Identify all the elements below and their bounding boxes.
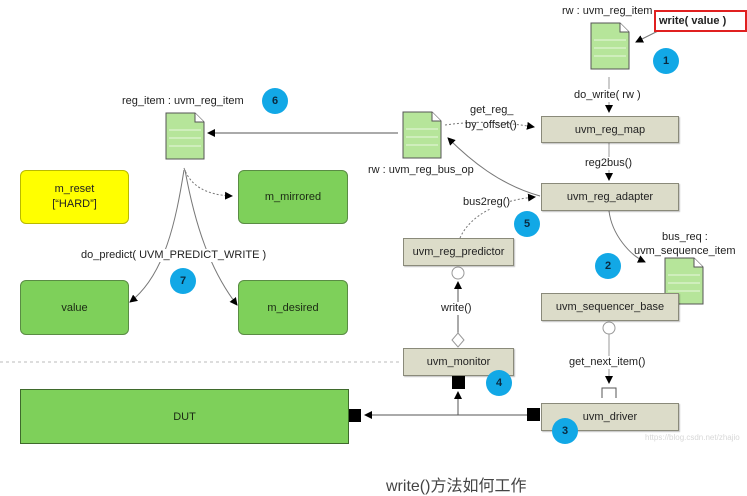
uvm-reg-map-label: uvm_reg_map — [574, 123, 646, 136]
write-call-label: write() — [441, 302, 472, 315]
monitor-analysis-port — [451, 332, 465, 348]
get-reg-label-1: get_reg_ — [470, 104, 514, 116]
uvm-driver-label: uvm_driver — [582, 411, 638, 423]
step-badge-7: 7 — [170, 268, 196, 294]
dut-label: DUT — [173, 410, 196, 423]
uvm-reg-adapter-block: uvm_reg_adapter — [541, 183, 679, 211]
m-mirrored-label: m_mirrored — [264, 191, 322, 203]
m-reset-label: m_reset — [54, 183, 95, 195]
write-value-callout: write( value ) — [654, 10, 747, 32]
step-badge-2: 2 — [595, 253, 621, 279]
bus2reg-label: bus2reg() — [463, 196, 511, 209]
step-badge-3: 3 — [552, 418, 578, 444]
reg-item-doc-icon — [165, 112, 205, 160]
uvm-sequencer-base-label: uvm_sequencer_base — [555, 301, 665, 313]
uvm-sequencer-base-block: uvm_sequencer_base — [541, 293, 679, 321]
m-desired-label: m_desired — [267, 301, 319, 314]
bus-req-doc-icon — [664, 257, 704, 305]
reg2bus-label: reg2bus() — [585, 157, 633, 170]
do-predict-label: do_predict( UVM_PREDICT_WRITE ) — [81, 249, 267, 262]
uvm-reg-map-block: uvm_reg_map — [541, 116, 679, 143]
value-box: value — [20, 280, 129, 335]
value-label: value — [61, 301, 88, 314]
dut-port — [348, 409, 361, 422]
bus-req-label-1: bus_req : — [662, 231, 708, 243]
do-write-label: do_write( rw ) — [574, 89, 641, 102]
adapter-to-busreq-arrow — [608, 210, 646, 263]
rw-bus-op-doc-icon — [402, 111, 442, 159]
sequencer-export-port — [602, 321, 616, 335]
predictor-export-port — [451, 266, 465, 280]
uvm-reg-predictor-block: uvm_reg_predictor — [403, 238, 514, 266]
step-badge-5: 5 — [514, 211, 540, 237]
watermark: https://blog.csdn.net/zhajio — [645, 433, 740, 442]
driver-seq-port — [601, 387, 617, 398]
m-reset-box: m_reset [“HARD”] — [20, 170, 129, 224]
predict-to-mirrored-arrow — [183, 167, 233, 200]
rw-reg-item-label: rw : uvm_reg_item — [562, 5, 653, 17]
step-badge-6: 6 — [262, 88, 288, 114]
step-badge-4: 4 — [486, 370, 512, 396]
predict-to-value-arrow — [129, 169, 185, 303]
uvm-monitor-label: uvm_monitor — [426, 356, 491, 368]
m-desired-box: m_desired — [238, 280, 348, 335]
predict-to-desired-arrow — [184, 169, 238, 306]
m-reset-kind-label: [“HARD”] — [52, 198, 97, 210]
adapter-to-busop-arrow — [447, 137, 541, 197]
uvm-reg-predictor-label: uvm_reg_predictor — [412, 246, 505, 258]
reg-item-label: reg_item : uvm_reg_item — [122, 95, 244, 107]
get-reg-arrow — [444, 121, 535, 130]
uvm-reg-adapter-label: uvm_reg_adapter — [566, 191, 654, 203]
bus2reg-arrow — [459, 193, 536, 239]
get-next-item-label: get_next_item() — [569, 356, 646, 369]
step-badge-1: 1 — [653, 48, 679, 74]
dut-block: DUT — [20, 389, 349, 444]
figure-caption: write()方法如何工作 — [386, 478, 527, 495]
rw-reg-item-doc-icon — [590, 22, 630, 70]
get-reg-label-2: by_offset() — [465, 119, 517, 131]
monitor-vif-port — [452, 376, 465, 389]
driver-vif-port — [527, 408, 540, 421]
m-mirrored-box: m_mirrored — [238, 170, 348, 224]
write-value-label: write( value ) — [659, 14, 727, 27]
rw-bus-op-label: rw : uvm_reg_bus_op — [368, 164, 474, 176]
bus-req-label-2: uvm_sequence_item — [634, 245, 736, 257]
